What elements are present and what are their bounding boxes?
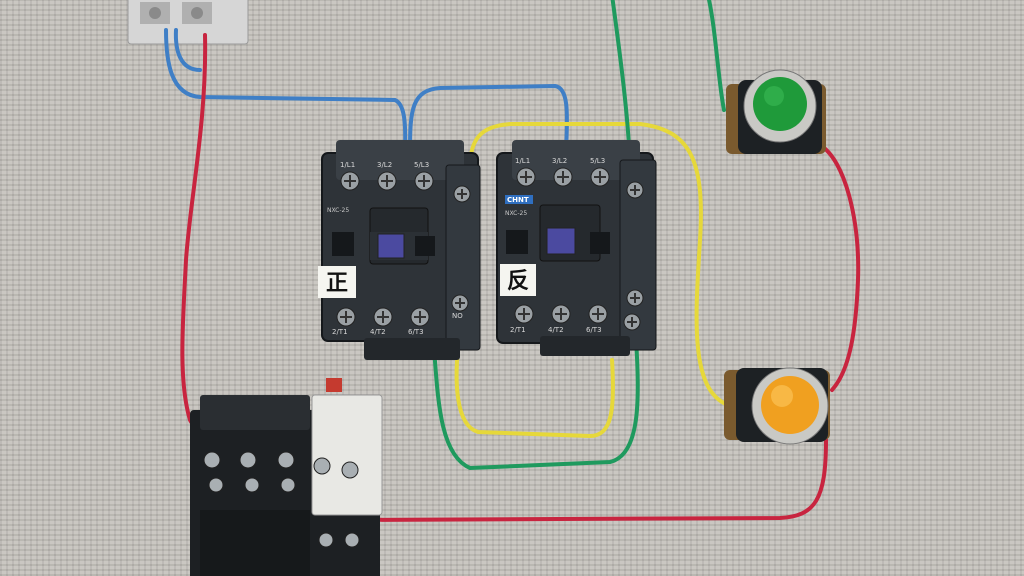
- bottom-terminal-label: 4/T2: [548, 326, 564, 334]
- terminal-screws-top: [340, 171, 471, 203]
- top-terminal-label: 1/L1: [515, 157, 530, 165]
- wire-yellow-top: [468, 122, 730, 407]
- wire-red-buttons: [818, 143, 861, 392]
- top-terminal-label: 5/L3: [590, 157, 605, 165]
- circuit-breaker: [127, 0, 249, 45]
- thermal-overload-relay: [190, 378, 383, 576]
- bottom-terminal-label: 6/T3: [408, 328, 424, 336]
- armature-slider: [377, 233, 405, 259]
- wire-blue-1: [164, 28, 408, 152]
- bottom-terminal-label: 6/T3: [586, 326, 602, 334]
- wire-blue-2: [173, 28, 202, 72]
- wire-red-bottom: [314, 438, 828, 522]
- contactor-reverse: 1/L1 3/L2 5/L3 CHNT NXC-25 反 2/T1 4/T2 6…: [496, 140, 657, 356]
- model-label: NXC-25: [505, 210, 527, 217]
- contactor-forward: 1/L1 3/L2 5/L3 NXC-25 正 2/T1 4/T2 6/T3: [318, 140, 481, 360]
- wire-green-bottom: [432, 338, 640, 470]
- reverse-tag: 反: [507, 269, 529, 294]
- top-terminal-label: 5/L3: [414, 161, 429, 169]
- green-push-button[interactable]: [726, 69, 826, 154]
- bottom-terminal-label: 4/T2: [370, 328, 386, 336]
- armature-slider: [546, 227, 576, 255]
- relay-screws: [203, 451, 360, 548]
- yellow-push-button[interactable]: [724, 367, 830, 445]
- bottom-terminal-label: 2/T1: [510, 326, 526, 334]
- wire-blue-3: [408, 84, 569, 152]
- top-terminal-label: 1/L1: [340, 161, 355, 169]
- top-terminal-label: 3/L2: [377, 161, 392, 169]
- brand-logo: [505, 195, 533, 204]
- bottom-terminal-label: 2/T1: [332, 328, 348, 336]
- forward-tag: 正: [326, 271, 348, 296]
- brand-text: CHNT: [507, 196, 529, 204]
- terminal-screws-top: [516, 167, 644, 199]
- model-label: NXC-25: [327, 207, 349, 214]
- aux-contact-label: NO: [452, 312, 463, 320]
- top-terminal-label: 3/L2: [552, 157, 567, 165]
- terminal-screws-bottom: [514, 289, 644, 331]
- wire-green-top-right: [706, 0, 726, 112]
- wire-yellow-bottom: [454, 346, 615, 438]
